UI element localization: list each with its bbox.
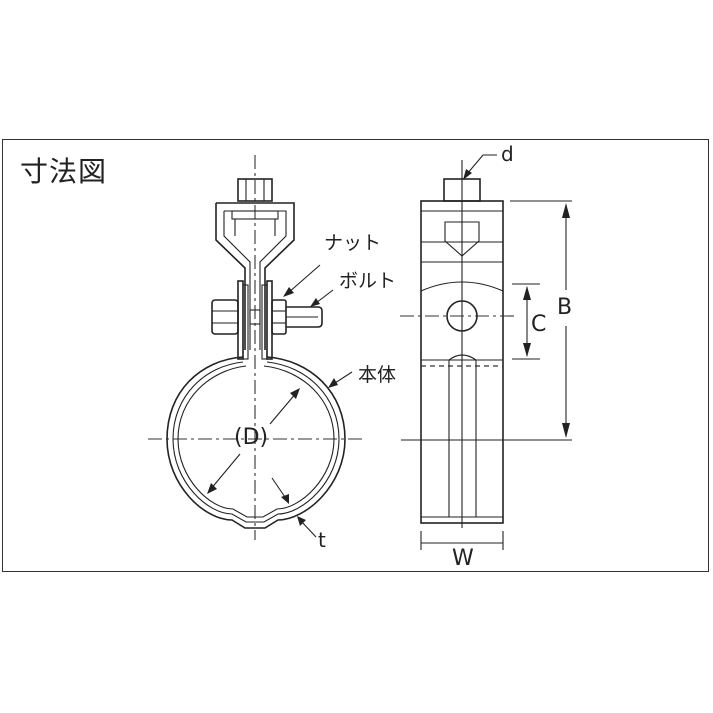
label-height-B: B — [557, 295, 573, 320]
label-thickness-t: t — [318, 528, 326, 552]
label-rod-d: d — [501, 142, 514, 166]
label-width-W: W — [452, 546, 474, 571]
label-nut: ナット — [324, 232, 382, 254]
label-hole-C: C — [531, 312, 547, 337]
label-bolt: ボルト — [339, 270, 397, 292]
label-body: 本体 — [358, 364, 397, 386]
drawing-title: 寸法図 — [20, 155, 108, 188]
front-view — [148, 155, 362, 540]
drawing-frame — [2, 139, 709, 572]
label-diameter-D: (D) — [234, 425, 269, 450]
side-view — [400, 154, 572, 550]
